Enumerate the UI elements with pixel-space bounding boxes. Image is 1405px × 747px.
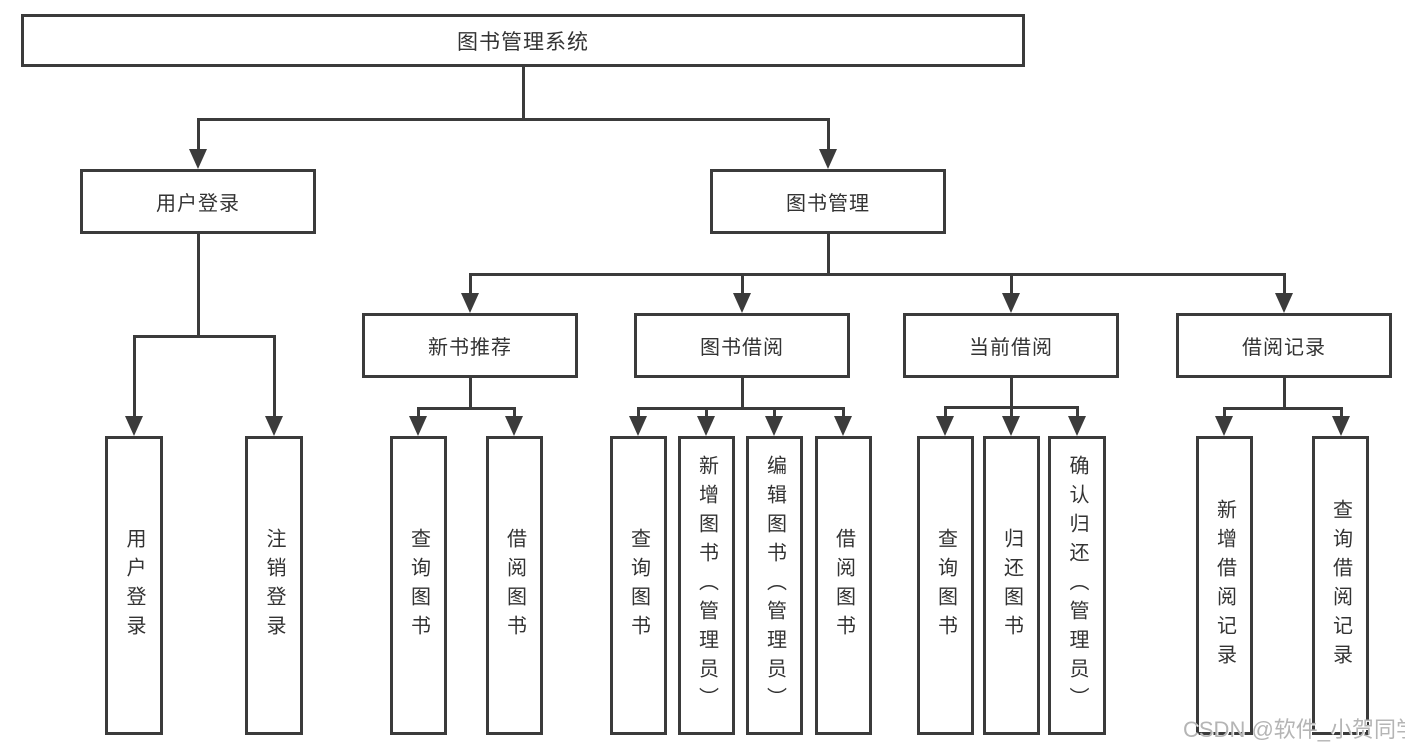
arrow-down — [936, 416, 954, 436]
connector-line — [272, 335, 276, 420]
arrow-down — [1068, 416, 1086, 436]
connector-line — [943, 406, 947, 420]
leaf-current-query-books: 查询图书 — [917, 436, 974, 735]
connector-line — [841, 407, 845, 420]
node-book-borrowing: 图书借阅 — [634, 313, 850, 378]
connector-line — [1222, 407, 1226, 420]
node-label: 新增图书（管理员） — [695, 455, 718, 716]
arrow-down — [265, 416, 283, 436]
leaf-records-query-record: 查询借阅记录 — [1312, 436, 1369, 735]
node-label: 图书管理 — [786, 193, 870, 215]
connector-line — [132, 335, 136, 420]
node-label: 用户登录 — [123, 527, 145, 644]
node-label: 当前借阅 — [969, 337, 1053, 359]
node-label: 编辑图书（管理员） — [763, 455, 786, 716]
connector-line — [1075, 406, 1079, 420]
node-label: 新增借阅记录 — [1213, 498, 1236, 673]
connector-line — [1009, 273, 1013, 298]
arrow-down — [505, 416, 523, 436]
connector-line — [512, 407, 516, 420]
connector-line — [196, 118, 200, 153]
leaf-borrowing-query-books: 查询图书 — [610, 436, 667, 735]
node-user-login-group: 用户登录 — [80, 169, 316, 234]
connector-line — [468, 273, 472, 298]
leaf-current-confirm-return-admin: 确认归还（管理员） — [1048, 436, 1106, 735]
connector-line — [1282, 378, 1286, 407]
arrow-down — [125, 416, 143, 436]
connector-line — [826, 234, 830, 273]
connector-line — [1009, 406, 1013, 420]
node-label: 用户登录 — [156, 193, 240, 215]
leaf-borrowing-edit-books-admin: 编辑图书（管理员） — [746, 436, 803, 735]
node-label: 图书管理系统 — [457, 30, 589, 54]
leaf-borrowing-add-books-admin: 新增图书（管理员） — [678, 436, 735, 735]
node-label: 确认归还（管理员） — [1066, 455, 1088, 716]
node-label: 查询图书 — [627, 527, 650, 644]
arrow-down — [1002, 416, 1020, 436]
node-label: 注销登录 — [263, 527, 285, 644]
node-label: 图书借阅 — [700, 337, 784, 359]
arrow-down — [697, 416, 715, 436]
node-label: 借阅图书 — [832, 527, 855, 644]
leaf-borrowing-borrow-books: 借阅图书 — [815, 436, 872, 735]
node-label: 查询图书 — [407, 527, 430, 644]
node-new-book-recommendation: 新书推荐 — [362, 313, 578, 378]
node-label: 借阅图书 — [503, 527, 526, 644]
arrow-down — [1275, 293, 1293, 313]
arrow-down — [461, 293, 479, 313]
csdn-watermark: CSDN @软件_小贺同学 — [1183, 717, 1405, 742]
arrow-down — [409, 416, 427, 436]
leaf-logout: 注销登录 — [245, 436, 303, 735]
arrow-down — [819, 149, 837, 169]
node-label: 借阅记录 — [1242, 337, 1326, 359]
leaf-newbooks-query-books: 查询图书 — [390, 436, 447, 735]
leaf-newbooks-borrow-books: 借阅图书 — [486, 436, 543, 735]
node-label: 查询借阅记录 — [1329, 498, 1352, 673]
leaf-user-login: 用户登录 — [105, 436, 163, 735]
connector-line — [132, 335, 276, 338]
connector-line — [468, 378, 472, 407]
arrow-down — [834, 416, 852, 436]
arrow-down — [1332, 416, 1350, 436]
node-label: 归还图书 — [1000, 527, 1023, 644]
leaf-current-return-books: 归还图书 — [983, 436, 1040, 735]
arrow-down — [189, 149, 207, 169]
node-current-borrowing: 当前借阅 — [903, 313, 1119, 378]
connector-line — [636, 407, 845, 410]
connector-line — [740, 378, 744, 407]
node-label: 新书推荐 — [428, 337, 512, 359]
connector-line — [416, 407, 420, 420]
connector-line — [740, 273, 744, 298]
connector-line — [772, 407, 776, 420]
connector-line — [521, 67, 525, 118]
connector-line — [1009, 378, 1013, 406]
connector-line — [1339, 407, 1343, 420]
node-label: 查询图书 — [934, 527, 957, 644]
node-borrowing-records: 借阅记录 — [1176, 313, 1392, 378]
connector-line — [636, 407, 640, 420]
connector-line — [416, 407, 516, 410]
connector-line — [704, 407, 708, 420]
arrow-down — [765, 416, 783, 436]
arrow-down — [1215, 416, 1233, 436]
leaf-records-add-record: 新增借阅记录 — [1196, 436, 1253, 735]
node-book-management: 图书管理 — [710, 169, 946, 234]
connector-line — [1282, 273, 1286, 298]
connector-line — [196, 234, 200, 335]
connector-line — [1222, 407, 1343, 410]
connector-line — [468, 273, 1286, 276]
connector-line — [196, 118, 830, 121]
arrow-down — [1002, 293, 1020, 313]
arrow-down — [629, 416, 647, 436]
arrow-down — [733, 293, 751, 313]
connector-line — [826, 118, 830, 153]
node-root-library-management-system: 图书管理系统 — [21, 14, 1025, 67]
